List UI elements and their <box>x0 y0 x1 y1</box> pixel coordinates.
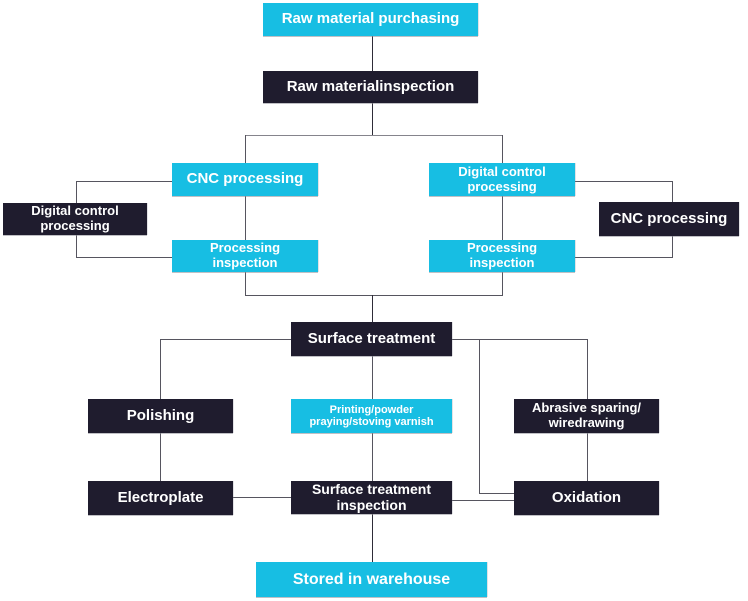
connector-line <box>76 257 172 258</box>
connector-line <box>160 339 291 340</box>
node-abrasive-sparing-wiredrawing: Abrasive sparing/ wiredrawing <box>514 399 659 433</box>
node-processing-inspection-right: Processing inspection <box>429 240 575 272</box>
node-raw-material-purchasing: Raw material purchasing <box>263 3 478 36</box>
connector-line <box>452 500 514 501</box>
node-oxidation: Oxidation <box>514 481 659 515</box>
node-electroplate: Electroplate <box>88 481 233 515</box>
connector-line <box>372 103 373 136</box>
node-polishing: Polishing <box>88 399 233 433</box>
connector-line <box>245 135 246 295</box>
connector-line <box>76 181 172 182</box>
node-surface-treatment-inspection: Surface treatment inspection <box>291 481 452 514</box>
connector-line <box>245 135 503 136</box>
node-digital-control-processing-right: Digital control processing <box>429 163 575 196</box>
node-raw-material-inspection: Raw materialinspection <box>263 71 478 103</box>
connector-line <box>452 339 588 340</box>
connector-line <box>575 181 672 182</box>
node-digital-control-processing-left: Digital control processing <box>3 203 147 235</box>
connector-line <box>245 295 503 296</box>
node-processing-inspection-left: Processing inspection <box>172 240 318 272</box>
node-cnc-processing-left: CNC processing <box>172 163 318 196</box>
connector-line <box>372 295 373 322</box>
node-printing-powder-spraying-stoving-varnish: Printing/powder praying/stoving varnish <box>291 399 452 433</box>
connector-line <box>372 513 373 562</box>
connector-line <box>372 36 373 71</box>
connector-line <box>479 493 514 494</box>
node-surface-treatment: Surface treatment <box>291 322 452 356</box>
node-stored-in-warehouse: Stored in warehouse <box>256 562 487 597</box>
connector-line <box>575 257 672 258</box>
connector-line <box>479 339 480 494</box>
connector-line <box>233 497 291 498</box>
node-cnc-processing-right: CNC processing <box>599 202 739 236</box>
connector-line <box>502 135 503 295</box>
